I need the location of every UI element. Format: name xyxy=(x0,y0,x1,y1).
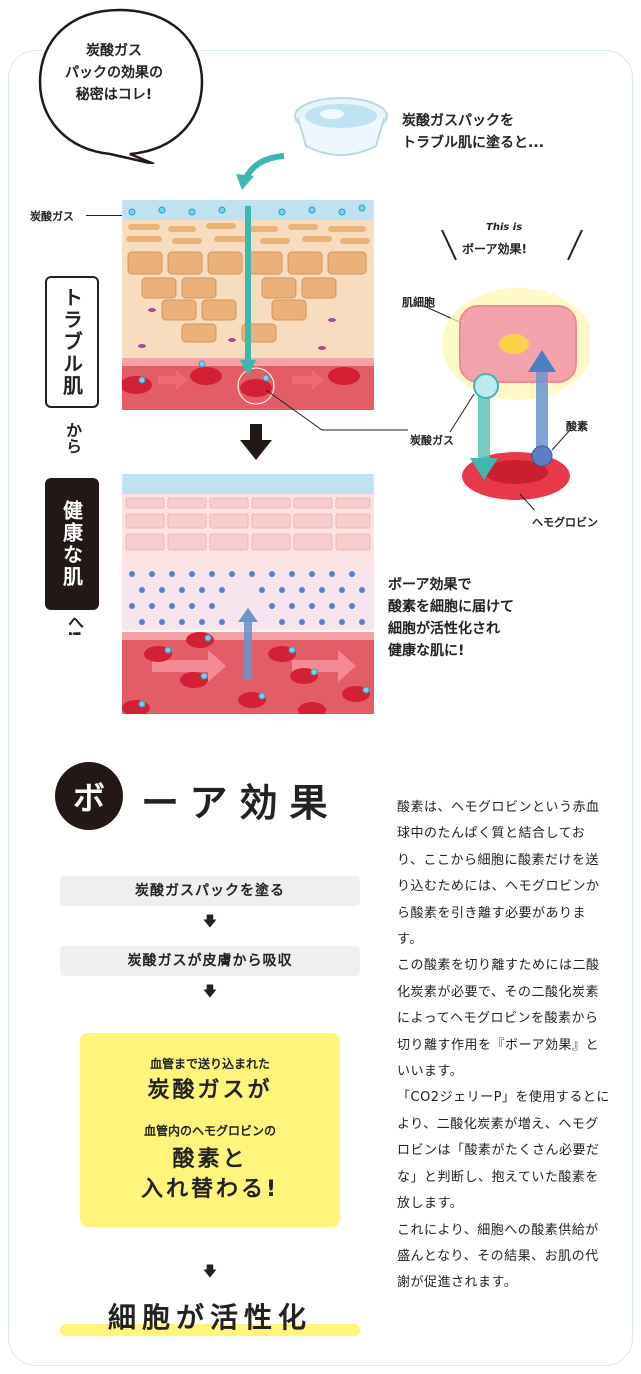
explanation-paragraph-3: 「CO2ジェリーP」を使用するとにより、二酸化炭素が増え、ヘモグロビンは「酸素が… xyxy=(397,1090,610,1212)
co2-gas-leader-line xyxy=(265,389,408,431)
title-rest: ーア効果 xyxy=(141,781,340,825)
final-underline xyxy=(60,1324,360,1336)
explanation-paragraph-1: 酸素は、ヘモグロビンという赤血球中のたんぱく質と結合しており、ここから細胞に酸素… xyxy=(397,800,600,948)
step-arrow-1: 🡇 xyxy=(202,914,218,930)
he-text: へ! xyxy=(65,614,84,638)
title-first-char: ボ xyxy=(55,762,123,830)
highlight-line-3: 血管内のヘモグロビンの xyxy=(143,1124,276,1138)
bohr-emphasis-lines xyxy=(441,229,583,261)
down-arrow-icon xyxy=(240,424,272,460)
bohr-caption: ボーア効果で 酸素を細胞に届けて 細胞が活性化され 健康な肌に! xyxy=(388,577,514,659)
co2-label: 炭酸ガス xyxy=(30,210,74,223)
explanation-text: 酸素は、ヘモグロビンという赤血球中のたんぱく質と結合しており、ここから細胞に酸素… xyxy=(397,795,611,1297)
step-arrow-3: 🡇 xyxy=(202,1264,218,1280)
skin-cell-label: 肌細胞 xyxy=(402,296,435,309)
trouble-skin-label: トラブル肌 xyxy=(59,287,84,397)
highlight-line-4: 酸素と 入れ替わる! xyxy=(140,1147,280,1202)
hemoglobin-label: ヘモグロビン xyxy=(532,516,598,529)
trouble-skin-diagram xyxy=(122,200,374,410)
bohr-effect-label: ボーア効果! xyxy=(462,242,527,256)
step-absorb: 炭酸ガスが皮膚から吸収 xyxy=(60,946,360,976)
step-arrow-2: 🡇 xyxy=(202,984,218,1000)
highlight-line-2: 炭酸ガスが xyxy=(147,1078,273,1103)
pack-caption: 炭酸ガスパックを トラブル肌に塗ると... xyxy=(402,113,544,151)
co2-leader-line xyxy=(86,215,122,216)
co2-gas-label: 炭酸ガス xyxy=(410,434,454,447)
pack-jar-icon xyxy=(294,97,388,156)
explanation-paragraph-2: この酸素を切り離すためには二酸化炭素が必要で、その二酸化炭素によってヘモグロビン… xyxy=(397,958,600,1080)
explanation-paragraph-4: これにより、細胞への酸素供給が盛んとなり、その結果、お肌の代謝が促進されます。 xyxy=(397,1222,599,1291)
healthy-skin-label: 健康な肌 xyxy=(59,500,84,588)
highlight-box: 血管まで送り込まれた 炭酸ガスが 血管内のヘモグロビンの 酸素と 入れ替わる! xyxy=(80,1033,340,1227)
kara-text: から xyxy=(63,422,82,454)
healthy-skin-diagram xyxy=(122,474,374,714)
final-result: 細胞が活性化 xyxy=(107,1301,312,1334)
oxygen-label: 酸素 xyxy=(566,420,588,433)
bohr-effect-illustration xyxy=(423,288,590,510)
highlight-line-1: 血管まで送り込まれた xyxy=(149,1057,270,1071)
healthy-skin-box: 健康な肌 xyxy=(45,478,99,610)
kara-label: から xyxy=(60,422,84,458)
trouble-skin-box: トラブル肌 xyxy=(45,276,99,408)
this-is-text: This is xyxy=(486,222,523,233)
bubble-text: 炭酸ガス パックの効果の 秘密はコレ! xyxy=(65,43,163,103)
curved-arrow-icon xyxy=(236,153,285,190)
content-frame xyxy=(8,50,633,1366)
step-apply-pack: 炭酸ガスパックを塗る xyxy=(60,876,360,906)
he-label: へ! xyxy=(62,614,86,641)
speech-bubble xyxy=(38,8,204,164)
